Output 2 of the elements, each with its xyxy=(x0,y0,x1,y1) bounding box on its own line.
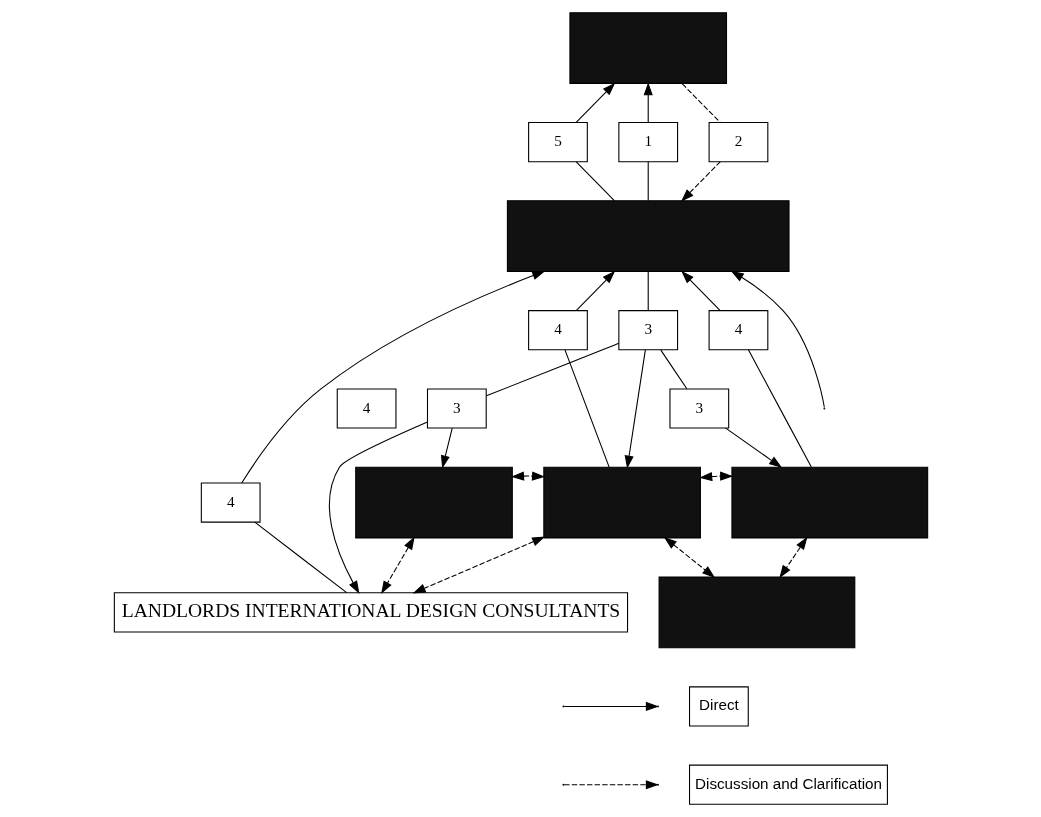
legend-label: Discussion and Clarification xyxy=(694,774,882,792)
legend-label: Direct xyxy=(698,696,739,714)
